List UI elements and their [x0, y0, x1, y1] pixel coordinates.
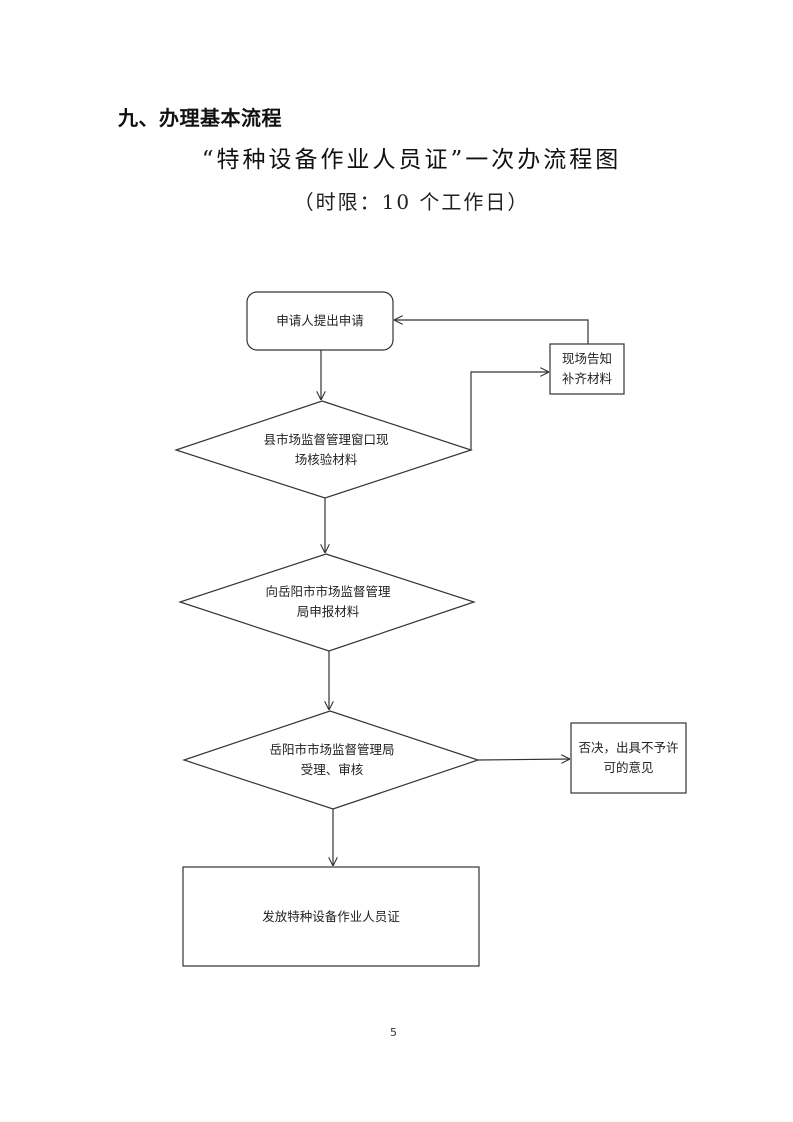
- section-heading: 九、办理基本流程: [118, 106, 282, 130]
- node-supplement-shape: [549, 343, 625, 395]
- edge-review-to-reject: [477, 759, 570, 760]
- node-issue-label: 发放特种设备作业人员证: [262, 908, 400, 924]
- node-submit-label: 向岳阳市市场监督管理 局申报材料: [265, 584, 391, 619]
- edge-supplement-to-start: [394, 320, 589, 344]
- document-subtitle: （时限：10 个工作日）: [293, 190, 530, 214]
- node-issue-shape: [182, 866, 480, 967]
- node-check-label: 县市场监督管理窗口现 场核验材料: [263, 432, 389, 467]
- node-start-label: 申请人提出申请: [276, 313, 364, 328]
- edge-check-to-supplement: [470, 372, 549, 450]
- node-reject-label: 否决，出具不予许 可的意见: [578, 740, 679, 775]
- page-number: 5: [390, 1026, 397, 1039]
- node-supplement-label: 现场告知 补齐材料: [561, 351, 612, 386]
- node-start-shape: [246, 291, 394, 351]
- node-review-label: 岳阳市市场监督管理局 受理、审核: [269, 742, 395, 777]
- node-reject-shape: [570, 722, 687, 794]
- document-title: “特种设备作业人员证”一次办流程图: [201, 147, 622, 173]
